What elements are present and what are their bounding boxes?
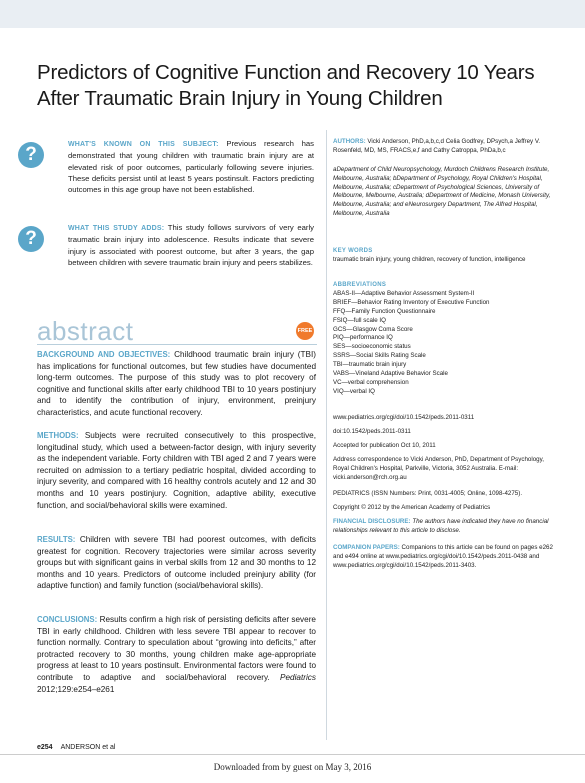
results-heading: RESULTS: [37,535,76,544]
abbreviation-item: FFQ—Family Function Questionnaire [333,307,436,315]
abstract-conclusions: CONCLUSIONS: Results confirm a high risk… [37,614,316,695]
column-divider [326,130,327,740]
conclusions-heading: CONCLUSIONS: [37,615,98,624]
authors-text: Vicki Anderson, PhD,a,b,c,d Celia Godfre… [333,138,541,154]
page-footer: e254 ANDERSON et al [37,744,115,751]
page-number: e254 [37,744,53,751]
affiliations: aDepartment of Child Neuropsychology, Mu… [333,166,551,217]
abbreviation-item: GCS—Glasgow Coma Score [333,325,413,333]
financial-disclosure: FINANCIAL DISCLOSURE: The authors have i… [333,518,553,536]
abbreviation-item: SSRS—Social Skills Rating Scale [333,352,426,360]
free-badge: FREE [296,322,314,340]
issn: PEDIATRICS (ISSN Numbers: Print, 0031-40… [333,490,523,497]
citation-journal: Pediatrics [280,672,316,682]
abstract-rule [37,344,317,345]
methods-heading: METHODS: [37,431,79,440]
abbreviation-item: TBI—traumatic brain injury [333,361,407,369]
abbreviation-item: PIQ—performance IQ [333,334,393,342]
disclosure-text: The authors have indicated they have no … [333,518,549,534]
background-heading: BACKGROUND AND OBJECTIVES: [37,350,171,359]
keywords-block: KEY WORDS traumatic brain injury, young … [333,247,553,265]
authors-block: AUTHORS: Vicki Anderson, PhD,a,b,c,d Cel… [333,138,553,156]
conclusions-text: Results confirm a high risk of persistin… [37,615,316,682]
abstract-background: BACKGROUND AND OBJECTIVES: Childhood tra… [37,349,316,419]
adds-section: WHAT THIS STUDY ADDS: This study follows… [68,222,314,268]
article-title: Predictors of Cognitive Function and Rec… [37,61,535,110]
adds-heading: WHAT THIS STUDY ADDS: [68,225,165,232]
abbreviation-item: SES—socioeconomic status [333,343,411,351]
adds-text: This study follows survivors of very ear… [68,223,315,267]
methods-text: Subjects were recruited consecutively to… [37,431,317,510]
known-text: Previous research has demonstrated that … [68,139,314,195]
known-section: WHAT'S KNOWN ON THIS SUBJECT: Previous r… [68,138,314,195]
abbreviation-item: VIQ—verbal IQ [333,387,375,395]
abbreviation-item: BRIEF—Behavior Rating Inventory of Execu… [333,298,490,306]
citation-rest: 2012;129:e254–e261 [37,684,115,694]
article-url[interactable]: www.pediatrics.org/cgi/doi/10.1542/peds.… [333,414,475,421]
abbreviation-item: ABAS-II—Adaptive Behavior Assessment Sys… [333,289,475,297]
correspondence: Address correspondence to Vicki Anderson… [333,456,544,481]
abbreviations-block: ABBREVIATIONS ABAS-II—Adaptive Behavior … [333,281,553,397]
authors-heading: AUTHORS: [333,138,366,145]
abbreviation-item: FSIQ—full scale IQ [333,316,386,324]
keywords-heading: KEY WORDS [333,248,373,254]
article-doi: doi:10.1542/peds.2011-0311 [333,428,411,435]
question-icon: ? [18,142,44,168]
top-band [0,0,585,28]
companion-papers: COMPANION PAPERS: Companions to this art… [333,544,553,570]
abstract-methods: METHODS: Subjects were recruited consecu… [37,430,316,511]
abstract-results: RESULTS: Children with severe TBI had po… [37,534,316,592]
results-text: Children with severe TBI had poorest out… [37,535,316,591]
abbreviation-item: VC—verbal comprehension [333,378,409,386]
accepted-date: Accepted for publication Oct 10, 2011 [333,442,436,449]
download-notice: Downloaded from by guest on May 3, 2016 [213,762,372,772]
known-heading: WHAT'S KNOWN ON THIS SUBJECT: [68,141,219,148]
disclosure-heading: FINANCIAL DISCLOSURE: [333,518,411,525]
footer-rule [0,754,585,755]
abbreviations-heading: ABBREVIATIONS [333,282,387,288]
keywords-text: traumatic brain injury, young children, … [333,255,526,263]
background-text: Childhood traumatic brain injury (TBI) h… [37,350,316,417]
companion-text: Companions to this article can be found … [333,544,553,569]
abstract-label: abstract [37,316,134,346]
copyright: Copyright © 2012 by the American Academy… [333,504,491,511]
companion-heading: COMPANION PAPERS: [333,544,400,551]
abbreviation-item: VABS—Vineland Adaptive Behavior Scale [333,370,448,378]
question-icon: ? [18,226,44,252]
running-author: ANDERSON et al [60,744,116,751]
